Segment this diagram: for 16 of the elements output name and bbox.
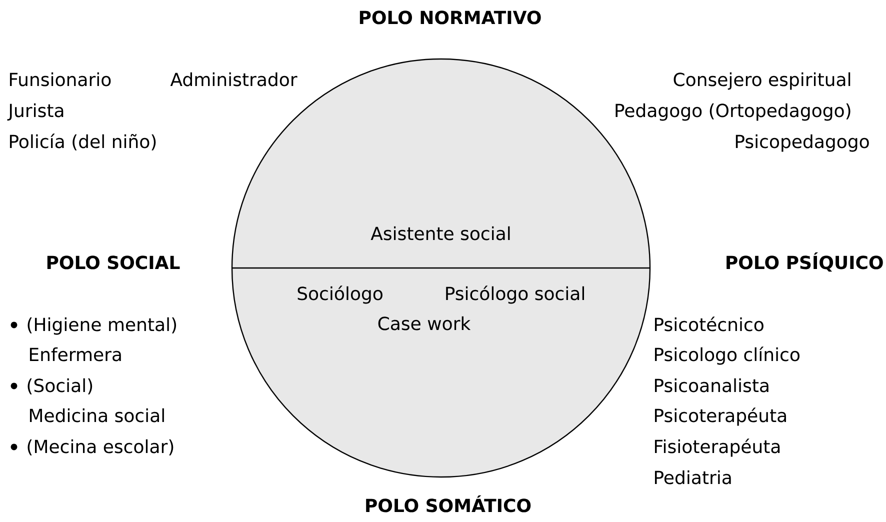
role-label: (Social) [28,378,92,394]
role-label: Enfermera [30,347,121,362]
pole-heading: POLO PSÍQUICO [726,252,883,272]
pole-heading: POLO NORMATIVO [360,10,541,24]
pole-heading: POLO SOMÁTICO [366,495,531,512]
pole-heading: POLO SOCIAL [47,256,180,270]
role-label: Jurista [7,103,64,121]
role-label: Funsionario [10,72,111,86]
role-label: Policía (del niño) [10,134,156,150]
role-label: Medicina social [30,408,164,422]
role-label: Pediatria [654,470,731,484]
role-label: (Higiene mental) [28,317,176,335]
role-label: Psicopedagogo [736,134,869,152]
role-label: Consejero espiritual [674,72,850,90]
role-label: (Mecina escolar) [28,439,174,456]
role-label: Psicotécnico [654,316,764,332]
